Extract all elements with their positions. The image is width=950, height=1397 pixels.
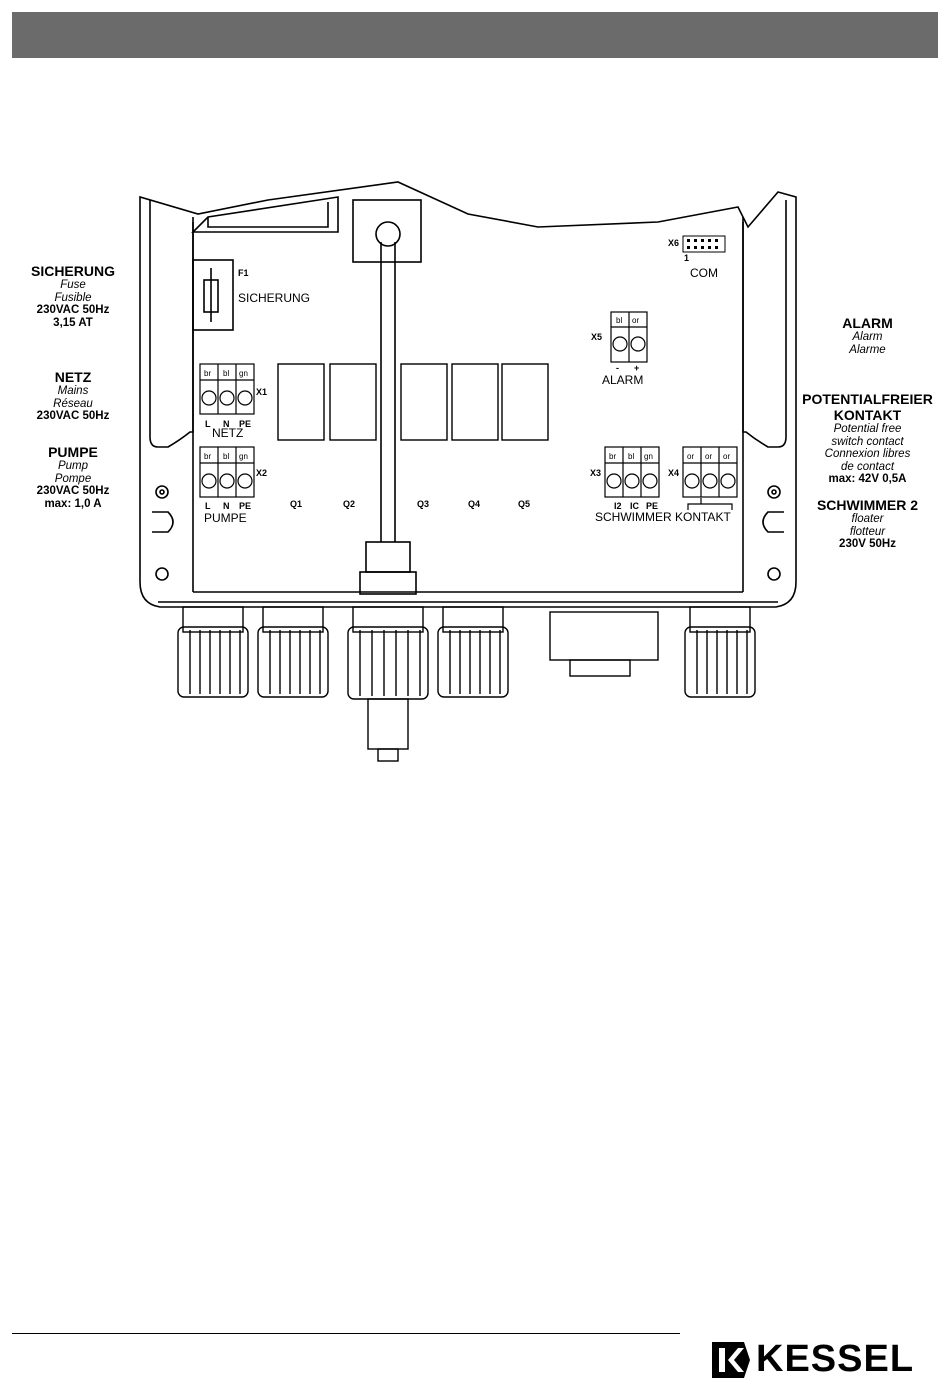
x4-wire-or-2: or [705,452,712,461]
control-box-diagram: F1 X6 1 X5 X1 X2 X3 X4 L N PE L N PE I2 … [139,181,797,762]
x3-term-label-i2: I2 [614,501,622,511]
x3-wire-br: br [609,452,616,461]
x5-wire-or: or [632,316,639,325]
header-bar [12,12,938,58]
x3-wire-gn: gn [644,452,653,461]
f1-label: F1 [238,268,249,278]
x1-wire-br: br [204,369,211,378]
brand-name: KESSEL [756,1338,915,1380]
schwimmer-kontakt-label: SCHWIMMER KONTAKT [595,510,731,524]
x2-wire-br: br [204,452,211,461]
x1-term-label-pe: PE [239,419,251,429]
relay-q3-label: Q3 [417,499,429,509]
label-potentialfreier-kontakt: POTENTIALFREIER KONTAKT Potential free s… [802,391,933,485]
label-schwimmer-2: SCHWIMMER 2 floater flotteur 230V 50Hz [816,497,919,550]
x1-term-label-n: N [223,419,230,429]
footer-divider [12,1333,680,1334]
label-alarm: ALARM Alarm Alarme [842,315,893,356]
x4-wire-or-1: or [687,452,694,461]
alarm-sign-minus: - [616,363,619,373]
x5-wire-bl: bl [616,316,622,325]
x4-wire-or-3: or [723,452,730,461]
pumpe-board-label: PUMPE [204,511,247,525]
x6-pin-label: 1 [684,253,689,263]
x2-wire-gn: gn [239,452,248,461]
x3-term-label-ic: IC [630,501,640,511]
x4-label: X4 [668,468,679,478]
label-pumpe: PUMPE Pump Pompe 230VAC 50Hz max: 1,0 A [36,444,110,510]
x5-label: X5 [591,332,602,342]
alarm-board-label: ALARM [602,373,643,387]
x2-term-label-pe: PE [239,501,251,511]
x1-label: X1 [256,387,267,397]
relay-q5-label: Q5 [518,499,530,509]
x6-label: X6 [668,238,679,248]
x2-wire-bl: bl [223,452,229,461]
kessel-logo-icon [712,1342,750,1378]
relay-q4-label: Q4 [468,499,480,509]
relay-q1-label: Q1 [290,499,302,509]
kessel-logo: KESSEL [708,1336,938,1382]
x2-label: X2 [256,468,267,478]
x1-wire-bl: bl [223,369,229,378]
x2-term-label-n: N [223,501,230,511]
x1-wire-gn: gn [239,369,248,378]
relay-q2-label: Q2 [343,499,355,509]
x3-wire-bl: bl [628,452,634,461]
sicherung-board-label: SICHERUNG [238,291,310,305]
x2-term-label-l: L [205,501,211,511]
alarm-sign-plus: + [634,363,639,373]
x3-term-label-pe: PE [646,501,658,511]
label-netz: NETZ Mains Réseau 230VAC 50Hz [36,369,110,422]
netz-board-label: NETZ [212,426,243,440]
label-sicherung: SICHERUNG Fuse Fusible 230VAC 50Hz 3,15 … [30,263,115,329]
x1-term-label-l: L [205,419,211,429]
x3-label: X3 [590,468,601,478]
com-label: COM [690,266,718,280]
